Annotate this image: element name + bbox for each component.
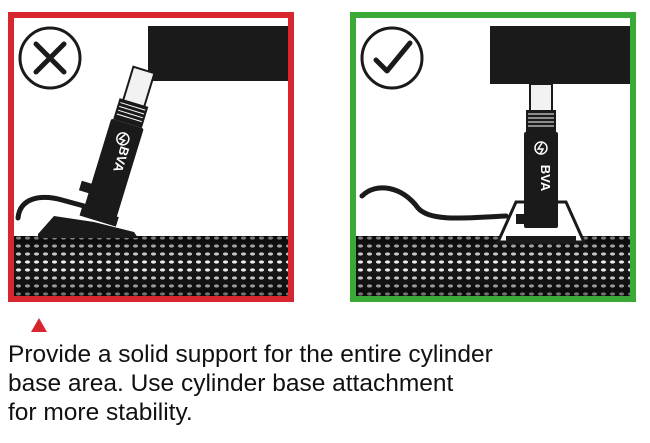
incorrect-illustration: BVA bbox=[14, 26, 288, 296]
check-mark-icon bbox=[360, 26, 424, 90]
hydraulic-hose bbox=[15, 194, 87, 221]
tilted-cylinder: BVA bbox=[78, 65, 156, 227]
correct-panel: BVA bbox=[350, 12, 636, 302]
triangle-up-icon bbox=[31, 318, 47, 332]
incorrect-panel: BVA bbox=[8, 12, 294, 302]
load-block bbox=[148, 26, 288, 81]
wedge-support bbox=[38, 216, 138, 238]
vertical-cylinder: BVA bbox=[516, 83, 558, 228]
brand-label: BVA bbox=[538, 165, 553, 192]
hydraulic-hose bbox=[359, 185, 509, 221]
caption-line-2: base area. Use cylinder base attachment bbox=[8, 370, 454, 397]
bolt-logo-icon bbox=[116, 132, 130, 146]
ground-pipe bbox=[14, 236, 288, 296]
caption: Provide a solid support for the entire c… bbox=[8, 340, 642, 427]
x-mark-icon bbox=[18, 26, 82, 90]
caption-line-3: for more stability. bbox=[8, 399, 193, 426]
load-block bbox=[490, 26, 630, 84]
caption-line-1: Provide a solid support for the entire c… bbox=[8, 341, 493, 368]
bolt-logo-icon bbox=[534, 141, 548, 155]
correct-illustration: BVA bbox=[356, 26, 630, 296]
ground-pipe bbox=[356, 236, 630, 296]
